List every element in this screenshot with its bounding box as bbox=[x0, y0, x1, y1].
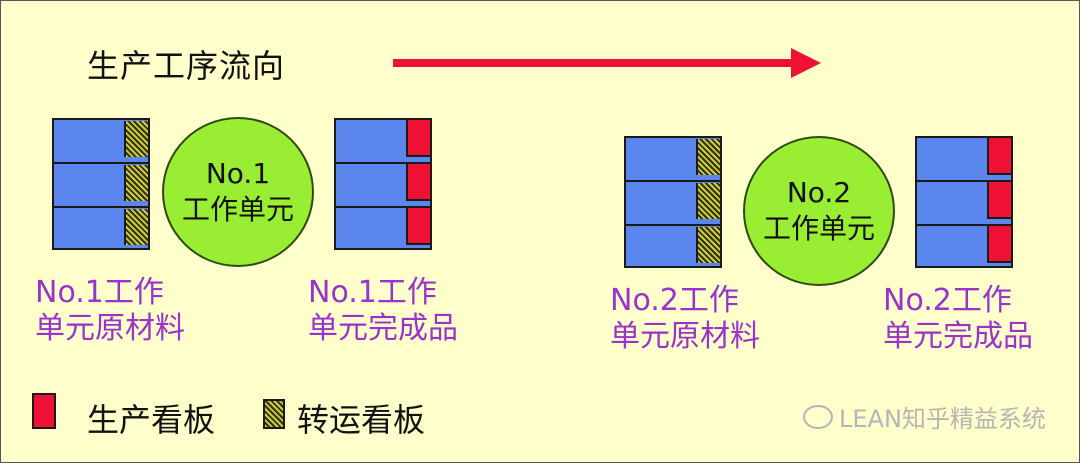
container-slot bbox=[54, 208, 148, 250]
slot-divider bbox=[54, 162, 148, 164]
unit1-raw-material-label: No.1工作 单元原材料 bbox=[35, 275, 185, 347]
container-slot bbox=[336, 208, 430, 250]
label-line: No.2工作 bbox=[610, 283, 739, 318]
unit2-finished-goods-stack bbox=[915, 136, 1013, 268]
watermark-text: LEAN知乎精益系统 bbox=[839, 405, 1046, 433]
unit2-cell-name: 工作单元 bbox=[762, 212, 875, 245]
unit1-finished-goods-stack bbox=[334, 118, 432, 250]
label-line: 单元原材料 bbox=[610, 319, 760, 354]
legend-transport-kanban-swatch bbox=[263, 399, 285, 429]
production-kanban bbox=[987, 182, 1011, 219]
container-slot bbox=[54, 120, 148, 162]
unit2-work-cell: No.2 工作单元 bbox=[743, 136, 895, 286]
production-kanban bbox=[406, 164, 430, 201]
container-slot bbox=[626, 226, 720, 268]
production-kanban bbox=[987, 226, 1011, 263]
label-line: 单元完成品 bbox=[883, 319, 1033, 354]
legend-production-kanban-label: 生产看板 bbox=[87, 401, 216, 439]
unit2-raw-material-label: No.2工作 单元原材料 bbox=[610, 283, 760, 355]
container-slot bbox=[917, 138, 1011, 180]
production-kanban bbox=[406, 208, 430, 245]
slot-divider bbox=[626, 180, 720, 182]
unit1-work-cell: No.1 工作单元 bbox=[162, 117, 314, 267]
flow-title: 生产工序流向 bbox=[87, 47, 286, 85]
transport-kanban bbox=[124, 209, 148, 245]
container-slot bbox=[54, 164, 148, 206]
slot-divider bbox=[336, 206, 430, 208]
unit2-finished-goods-label: No.2工作 单元完成品 bbox=[883, 283, 1033, 355]
label-line: No.1工作 bbox=[308, 275, 437, 310]
unit1-cell-number: No.1 bbox=[205, 157, 271, 190]
label-line: No.2工作 bbox=[883, 283, 1012, 318]
slot-divider bbox=[917, 180, 1011, 182]
label-line: No.1工作 bbox=[35, 275, 164, 310]
transport-kanban bbox=[696, 139, 720, 175]
flow-arrow-shaft bbox=[393, 59, 793, 67]
unit2-cell-number: No.2 bbox=[786, 176, 852, 209]
transport-kanban bbox=[696, 183, 720, 219]
slot-divider bbox=[336, 162, 430, 164]
container-slot bbox=[917, 226, 1011, 268]
container-slot bbox=[626, 182, 720, 224]
slot-divider bbox=[626, 224, 720, 226]
unit1-raw-material-stack bbox=[52, 118, 150, 250]
container-slot bbox=[626, 138, 720, 180]
production-kanban bbox=[406, 120, 430, 157]
slot-divider bbox=[54, 206, 148, 208]
container-slot bbox=[336, 164, 430, 206]
transport-kanban bbox=[124, 121, 148, 157]
legend-production-kanban-swatch bbox=[32, 393, 56, 429]
container-slot bbox=[917, 182, 1011, 224]
slot-divider bbox=[917, 224, 1011, 226]
transport-kanban bbox=[696, 227, 720, 263]
unit1-finished-goods-label: No.1工作 单元完成品 bbox=[308, 275, 458, 347]
production-kanban bbox=[987, 138, 1011, 175]
unit2-raw-material-stack bbox=[624, 136, 722, 268]
unit1-cell-name: 工作单元 bbox=[181, 193, 294, 226]
legend-transport-kanban-label: 转运看板 bbox=[297, 401, 426, 439]
wechat-icon bbox=[803, 405, 833, 429]
flow-arrow-head bbox=[791, 48, 821, 78]
container-slot bbox=[336, 120, 430, 162]
label-line: 单元完成品 bbox=[308, 311, 458, 346]
transport-kanban bbox=[124, 165, 148, 201]
label-line: 单元原材料 bbox=[35, 311, 185, 346]
